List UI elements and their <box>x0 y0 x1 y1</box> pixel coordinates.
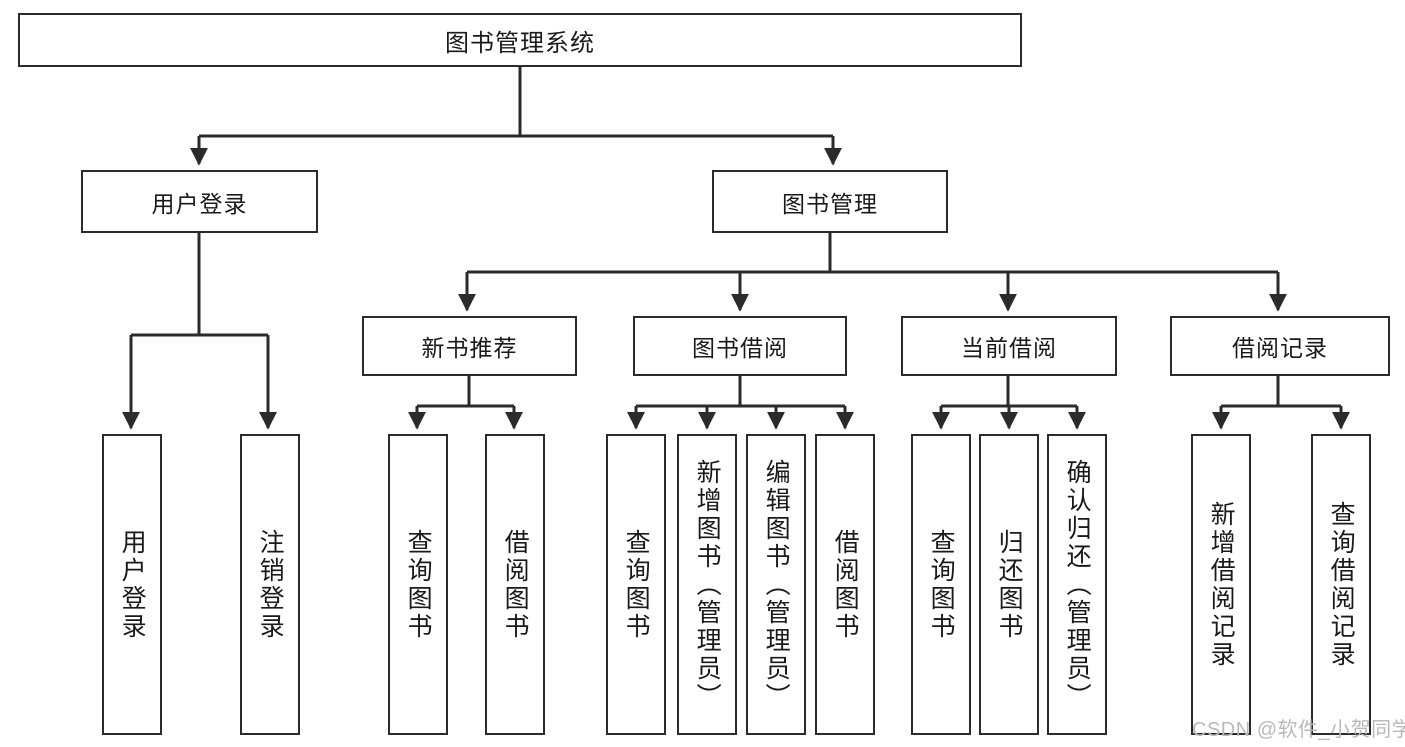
node-leaf-borrow-book-2-label: 借阅图书 <box>831 528 860 641</box>
node-leaf-user-logout[interactable]: 注销登录 <box>240 434 300 735</box>
node-leaf-add-record[interactable]: 新增借阅记录 <box>1191 434 1251 735</box>
node-current-borrow[interactable]: 当前借阅 <box>901 316 1117 376</box>
node-new-book-recommend-label: 新书推荐 <box>421 335 518 361</box>
node-new-book-recommend[interactable]: 新书推荐 <box>362 316 577 376</box>
node-user-login-label: 用户登录 <box>151 190 248 217</box>
node-book-borrow[interactable]: 图书借阅 <box>633 316 847 376</box>
node-user-login[interactable]: 用户登录 <box>81 170 318 233</box>
node-leaf-query-book-3-label: 查询图书 <box>927 528 956 641</box>
node-leaf-confirm-return[interactable]: 确认归还（管理员） <box>1047 434 1107 735</box>
node-leaf-user-login[interactable]: 用户登录 <box>102 434 162 735</box>
node-leaf-add-book[interactable]: 新增图书（管理员） <box>677 434 737 735</box>
node-leaf-query-book-1[interactable]: 查询图书 <box>388 434 448 735</box>
node-leaf-user-login-label: 用户登录 <box>118 528 147 641</box>
node-leaf-add-record-label: 新增借阅记录 <box>1207 500 1236 669</box>
node-borrow-record[interactable]: 借阅记录 <box>1170 316 1390 376</box>
node-leaf-user-logout-label: 注销登录 <box>256 528 285 641</box>
node-leaf-query-book-1-label: 查询图书 <box>404 528 433 641</box>
node-leaf-query-book-2-label: 查询图书 <box>622 528 651 641</box>
node-book-management-label: 图书管理 <box>782 190 878 217</box>
node-leaf-borrow-book-1-label: 借阅图书 <box>501 528 530 641</box>
node-book-borrow-label: 图书借阅 <box>692 335 788 361</box>
node-leaf-edit-book[interactable]: 编辑图书（管理员） <box>746 434 806 735</box>
node-leaf-query-record[interactable]: 查询借阅记录 <box>1311 434 1371 735</box>
node-leaf-borrow-book-2[interactable]: 借阅图书 <box>815 434 875 735</box>
watermark-text: CSDN @软件_小贺同学 <box>1192 719 1405 741</box>
node-leaf-borrow-book-1[interactable]: 借阅图书 <box>485 434 545 735</box>
node-book-management[interactable]: 图书管理 <box>712 170 948 233</box>
node-root-label: 图书管理系统 <box>445 29 595 57</box>
node-leaf-add-book-label: 新增图书（管理员） <box>693 458 722 711</box>
node-leaf-edit-book-label: 编辑图书（管理员） <box>762 458 791 711</box>
node-leaf-confirm-return-label: 确认归还（管理员） <box>1063 458 1092 711</box>
node-leaf-query-book-2[interactable]: 查询图书 <box>606 434 666 735</box>
node-root[interactable]: 图书管理系统 <box>18 13 1022 67</box>
node-leaf-query-record-label: 查询借阅记录 <box>1327 500 1356 669</box>
node-current-borrow-label: 当前借阅 <box>961 335 1057 361</box>
node-borrow-record-label: 借阅记录 <box>1232 335 1328 361</box>
node-leaf-query-book-3[interactable]: 查询图书 <box>911 434 971 735</box>
node-leaf-return-book[interactable]: 归还图书 <box>979 434 1039 735</box>
node-leaf-return-book-label: 归还图书 <box>995 528 1024 641</box>
